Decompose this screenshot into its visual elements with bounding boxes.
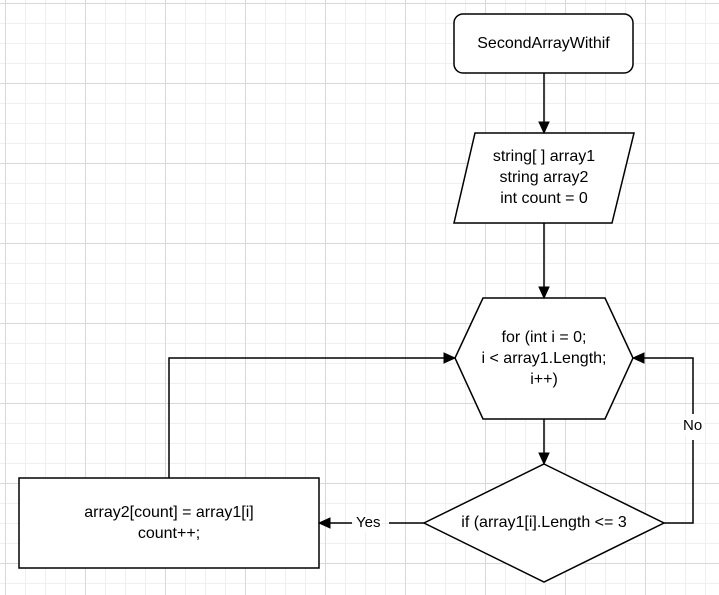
input-node-shape[interactable] xyxy=(453,132,635,224)
loop-node-label: for (int i = 0; i < array1.Length; i++) xyxy=(455,327,633,390)
input-line-count: int count = 0 xyxy=(500,190,588,207)
loop-line-init: for (int i = 0; xyxy=(501,329,587,346)
process-line-assign: array2[count] = array1[i] xyxy=(84,504,254,521)
process-node-label: array2[count] = array1[i] count++; xyxy=(19,502,319,544)
input-line-array2: string array2 xyxy=(499,169,589,186)
input-node-label: string[ ] array1 string array2 int count… xyxy=(454,146,634,209)
loop-line-condition: i < array1.Length; xyxy=(481,350,607,367)
decision-node-shape[interactable] xyxy=(422,463,666,583)
edge-process-back-to-loop[interactable] xyxy=(168,357,446,478)
arrowhead-input xyxy=(538,121,550,135)
edge-label-no: No xyxy=(681,417,705,435)
arrowhead-decision xyxy=(538,452,550,466)
process-node-shape[interactable] xyxy=(18,477,320,569)
arrowhead-loop-right xyxy=(631,352,645,364)
edge-no-back-to-loop-top[interactable] xyxy=(642,357,694,414)
loop-line-increment: i++) xyxy=(530,371,558,388)
decision-node-label: if (array1[i].Length <= 3 xyxy=(461,514,627,531)
input-line-array1: string[ ] array1 xyxy=(492,148,596,165)
process-line-increment: count++; xyxy=(137,525,201,542)
arrowhead-loop xyxy=(538,286,550,300)
arrowhead-process xyxy=(317,517,331,529)
edge-no-back-to-loop[interactable] xyxy=(664,440,694,524)
start-node-label: SecondArrayWithif xyxy=(477,35,610,52)
arrowhead-loop-left xyxy=(443,352,457,364)
edge-label-yes: Yes xyxy=(354,514,383,532)
